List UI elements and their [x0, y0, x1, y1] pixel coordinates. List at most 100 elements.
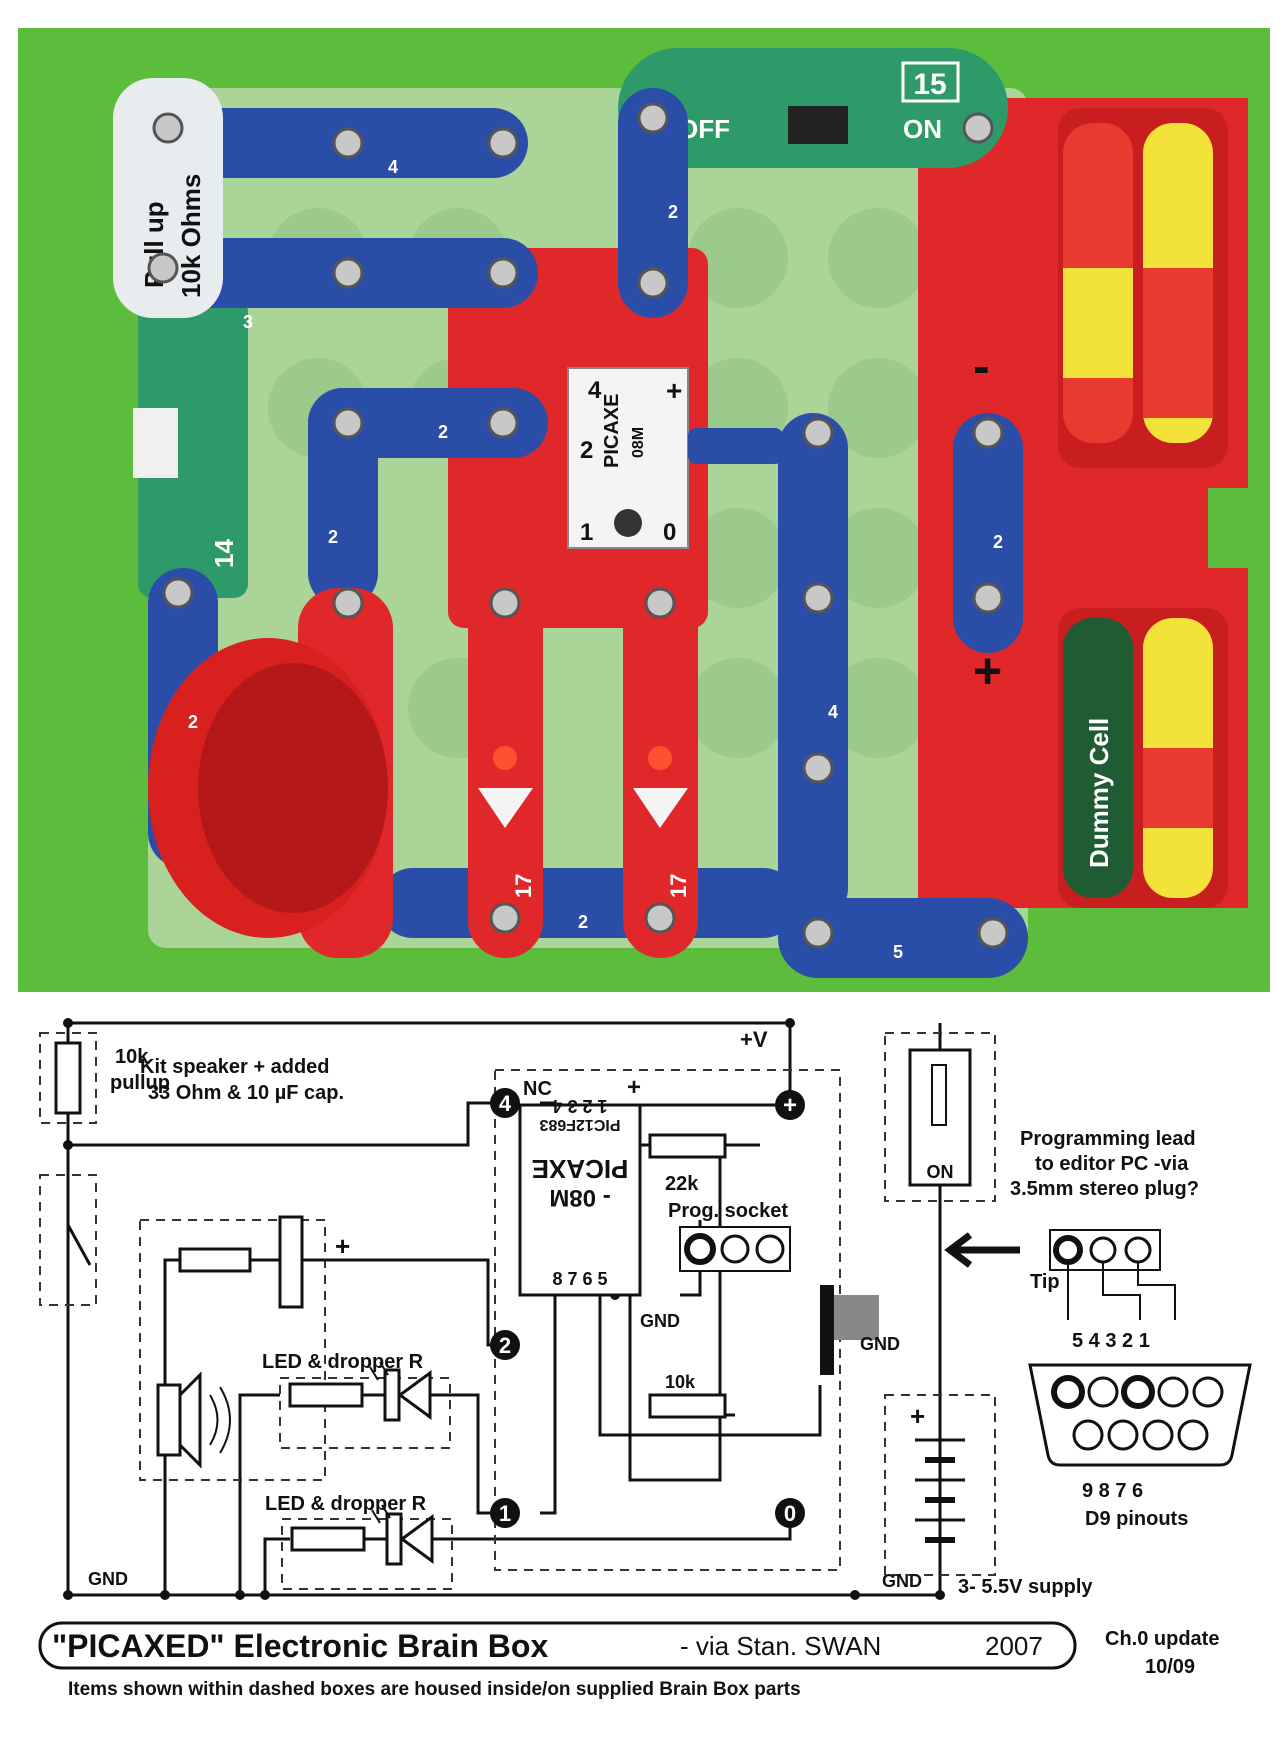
pullup-value: 10k	[115, 1046, 149, 1068]
chip-photo-label: PICAXE	[601, 394, 623, 468]
svg-text:3: 3	[243, 312, 253, 332]
switch-number: 15	[913, 68, 946, 101]
pin-2-marker	[490, 1330, 520, 1360]
svg-text:5: 5	[893, 942, 903, 962]
pin-2-label: 2	[499, 1333, 511, 1358]
prog-lead-label-3: 3.5mm stereo plug?	[1010, 1178, 1199, 1200]
link-connector	[688, 428, 783, 464]
chip-photo-plus: +	[666, 375, 682, 406]
led-strip-1	[468, 588, 543, 958]
chip-name: PICAXE	[532, 1154, 629, 1184]
block-14-number: 14	[209, 539, 239, 568]
resistor-22k	[648, 1133, 727, 1159]
led-1-dashed-box	[279, 1377, 451, 1449]
pin-4-label: 4	[499, 1091, 512, 1116]
pin-0-label: 0	[784, 1501, 796, 1526]
chip-gnd-label: GND	[640, 1311, 680, 1331]
on-switch-label: ON	[927, 1162, 954, 1182]
program-socket-photo	[614, 509, 642, 537]
chip-photo-pin-1: 1	[580, 519, 593, 546]
pin-1-label: 1	[499, 1501, 511, 1526]
pullup-label: pullup	[110, 1072, 170, 1094]
on-switch-dashed-box	[884, 1032, 996, 1202]
svg-text:2: 2	[438, 422, 448, 442]
led-1-bar	[383, 1368, 401, 1422]
d9-bottom-pins: 9 8 7 6	[1082, 1480, 1143, 1502]
switch-on-label: ON	[903, 114, 942, 144]
chip-photo-pin-4: 4	[588, 377, 602, 404]
svg-text:2: 2	[328, 527, 338, 547]
capacitor-plus: +	[335, 1231, 350, 1261]
chip-nc-label: NC	[523, 1078, 552, 1100]
led-1-resistor	[288, 1382, 364, 1408]
led-strip-2	[623, 588, 698, 958]
pullup-resistor	[54, 1041, 82, 1115]
pullup-resistor-block	[113, 78, 223, 318]
title-main: "PICAXED" Electronic Brain Box	[52, 1628, 548, 1664]
update-label-2: 10/09	[1145, 1656, 1195, 1678]
svg-text:2: 2	[993, 532, 1003, 552]
wire-number-tags: 4 3 2 2 2 4 2 2 5 2	[188, 157, 1003, 962]
gnd-left-label: GND	[88, 1569, 128, 1589]
kit-photo: Dummy Cell - + 15 OFF ON 14 Pull up 10k …	[18, 28, 1270, 992]
vplus-label: +V	[740, 1027, 768, 1052]
kit-speaker-label-2: 33 Ohm & 10 µF cap.	[148, 1082, 344, 1104]
chip-photo-sub: 08M	[630, 427, 647, 458]
svg-text:4: 4	[388, 157, 398, 177]
chip-model: - 08M	[549, 1184, 610, 1211]
led-2-number: 17	[666, 874, 691, 898]
stereo-jack-plug	[834, 1295, 879, 1340]
pin-4-marker	[490, 1088, 520, 1118]
title-via: - via Stan. SWAN	[680, 1631, 881, 1661]
speaker-resistor	[178, 1247, 252, 1273]
speaker-capacitor	[278, 1215, 304, 1309]
led-1-diode	[397, 1370, 432, 1420]
chip-plus: +	[627, 1074, 641, 1101]
svg-text:2: 2	[578, 912, 588, 932]
tip-label: Tip	[1030, 1271, 1060, 1293]
speaker-dashed-box	[139, 1219, 326, 1481]
speaker-symbol	[156, 1383, 182, 1457]
d9-pins	[1051, 1375, 1224, 1451]
dummy-cell-label: Dummy Cell	[1084, 718, 1114, 868]
prog-lead-label-2: to editor PC -via	[1035, 1153, 1189, 1175]
dummy-cell	[1063, 618, 1133, 898]
led-1-number: 17	[511, 874, 536, 898]
resistor-10k	[648, 1393, 727, 1419]
battery-dashed-box	[884, 1394, 996, 1576]
d9-top-pins: 5 4 3 2 1	[1072, 1330, 1150, 1352]
kit-speaker-label-1: Kit speaker + added	[140, 1056, 330, 1078]
switch-slider	[788, 106, 848, 144]
supply-label: 3- 5.5V supply	[958, 1576, 1093, 1598]
pullup-dashed-box	[39, 1032, 97, 1124]
chip-bottom-pins: 8 7 6 5	[552, 1269, 607, 1289]
update-label-1: Ch.0 update	[1105, 1628, 1219, 1650]
switch-dashed-box	[39, 1174, 97, 1306]
led-2-diode	[399, 1514, 434, 1564]
battery-symbol	[915, 1438, 965, 1543]
battery-minus-sign: -	[973, 338, 990, 394]
stereo-jack	[820, 1285, 834, 1375]
resistor-22k-label: 22k	[665, 1173, 699, 1195]
circuit-schematic: 10k pullup +V NC PICAXE - 08M PIC12F683 …	[38, 1018, 1252, 1700]
svg-text:2: 2	[188, 712, 198, 732]
led-2-bar	[385, 1512, 403, 1566]
chip-photo-pin-0: 0	[663, 519, 676, 546]
led-2-resistor	[290, 1526, 366, 1552]
title-year: 2007	[985, 1631, 1043, 1661]
prog-socket-pin-2	[720, 1234, 750, 1264]
pullup-photo-label-2: 10k Ohms	[176, 174, 206, 298]
chip-photo-pin-2: 2	[580, 437, 593, 464]
chip-top-pins: 1 2 3 4	[552, 1096, 607, 1116]
title-banner	[38, 1621, 1077, 1670]
prog-socket-pin-3	[755, 1234, 785, 1264]
led-label-2: LED & dropper R	[265, 1493, 427, 1515]
footnote: Items shown within dashed boxes are hous…	[68, 1679, 801, 1700]
pin-1-marker	[490, 1498, 520, 1528]
prog-lead-label-1: Programming lead	[1020, 1128, 1196, 1150]
green-block-14	[138, 298, 248, 598]
prog-socket-label: Prog. socket	[668, 1200, 788, 1222]
prog-socket-pin-1	[684, 1233, 716, 1265]
svg-text:4: 4	[828, 702, 838, 722]
led-2-dashed-box	[281, 1518, 453, 1590]
